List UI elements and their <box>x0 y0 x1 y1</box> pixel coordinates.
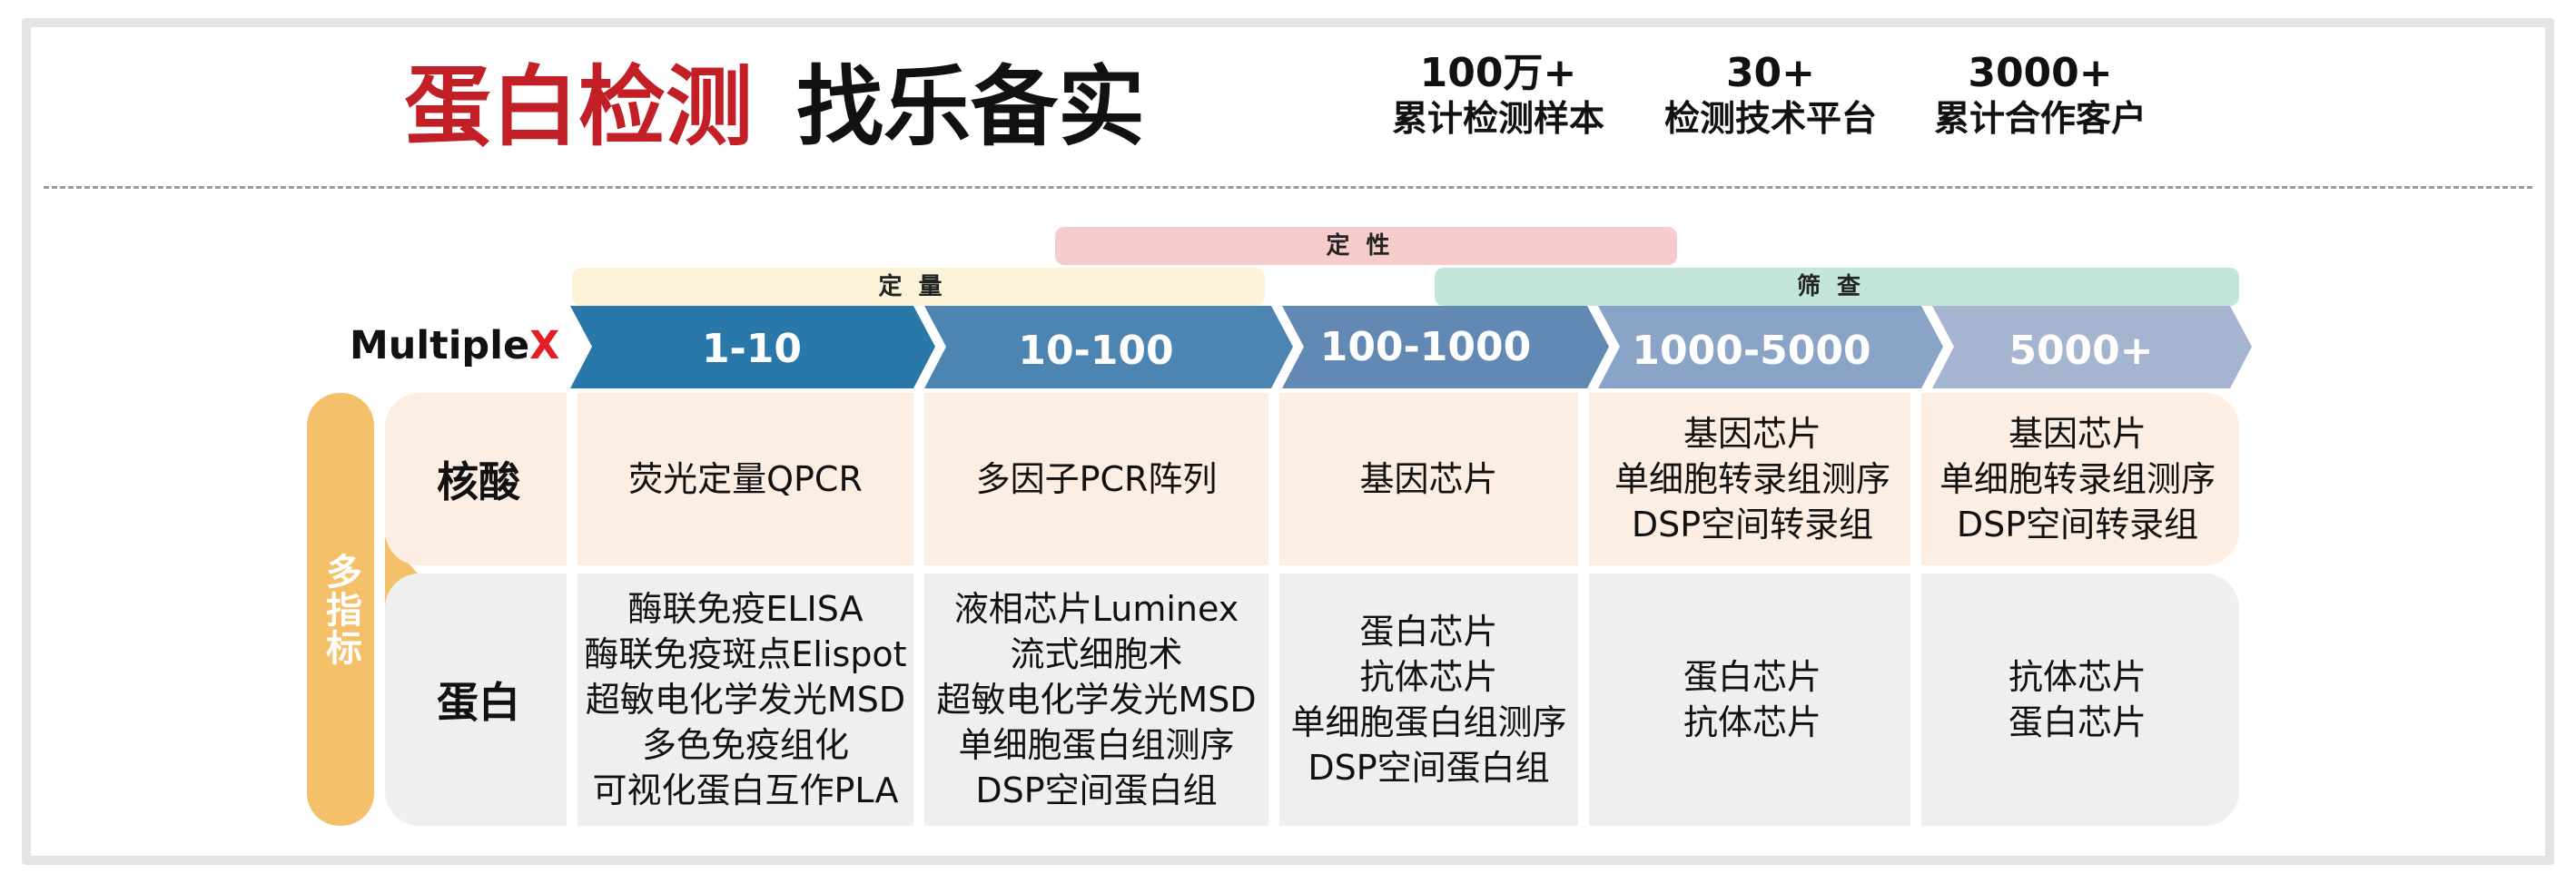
band-qualitative: 定性 <box>1055 227 1677 265</box>
cell-text: 液相芯片Luminex <box>953 589 1239 629</box>
cell-text: 基因芯片 <box>1683 414 1821 454</box>
range-label: 1-10 <box>702 326 802 372</box>
side-label: 多指标 <box>320 552 361 667</box>
cell-text: 抗体芯片 <box>2008 657 2147 697</box>
cell-text: 蛋白芯片 <box>2008 702 2147 742</box>
grid-cell: 抗体芯片蛋白芯片 <box>1921 574 2234 826</box>
cell-lines: 抗体芯片蛋白芯片 <box>2008 654 2147 745</box>
range-arrow <box>1598 306 1943 388</box>
cell-lines: 基因芯片 <box>1359 456 1497 502</box>
cell-text: 蛋白芯片 <box>1359 612 1498 652</box>
multi-indicator-bar: 多指标 <box>307 393 374 826</box>
cell-text: 基因芯片 <box>2008 414 2147 454</box>
cell-lines: 基因芯片单细胞转录组测序 DSP空间转录组 <box>1614 411 1890 547</box>
stat-label: 累计合作客户 <box>1933 99 2147 140</box>
cell-text: DSP空间蛋白组 <box>1308 748 1550 788</box>
outer-frame <box>22 18 2554 865</box>
cell-text: 单细胞转录组测序 <box>1939 459 2216 499</box>
cell-text: 单细胞转录组测序 <box>1614 459 1890 499</box>
cell-lines: 酶联免疫ELISA 酶联免疫斑点Elispot 超敏电化学发光MSD 多色免疫组化可视… <box>584 586 906 813</box>
cell-lines: 荧光定量QPCR <box>628 456 863 502</box>
stat-value: 100万+ <box>1419 50 1577 96</box>
stat-samples: 100万+ 累计检测样本 <box>1362 50 1634 142</box>
cell-text: 酶联免疫斑点Elispot <box>584 634 907 674</box>
page-title: 蛋白检测找乐备实 <box>404 53 1145 162</box>
band-quantitative: 定量 <box>572 268 1265 306</box>
cell-text: 流式细胞术 <box>1010 634 1183 674</box>
cell-text: 蛋白芯片 <box>1683 657 1821 697</box>
range-label: 10-100 <box>1018 328 1173 374</box>
range-arrow <box>1932 306 2252 388</box>
cell-text: 超敏电化学发光MSD <box>936 680 1257 720</box>
grid-cell: 酶联免疫ELISA 酶联免疫斑点Elispot 超敏电化学发光MSD 多色免疫组化可视… <box>577 574 913 826</box>
row-label-nucleic: 核酸 <box>437 457 520 506</box>
cell-text: DSP空间转录组 <box>1631 505 1874 545</box>
cell-text: 基因芯片 <box>1359 459 1498 499</box>
stat-label: 检测技术平台 <box>1663 99 1877 140</box>
cell-text: 可视化蛋白互作PLA <box>592 770 899 810</box>
title-black: 找乐备实 <box>796 56 1145 158</box>
cell-text: DSP空间蛋白组 <box>975 770 1218 810</box>
range-arrow <box>924 306 1293 388</box>
multiplex-label: MultipleX <box>350 323 559 368</box>
range-label: 5000+ <box>2008 328 2153 374</box>
range-label: 1000-5000 <box>1632 328 1870 374</box>
dashed-divider <box>44 186 2532 189</box>
nucleic-row-bg <box>385 393 2239 565</box>
range-arrow <box>1282 306 1609 388</box>
stat-value: 30+ <box>1725 50 1816 96</box>
multiplex-main: Multiple <box>350 323 530 368</box>
stat-value: 3000+ <box>1968 50 2113 96</box>
cell-text: 单细胞蛋白组测序 <box>1290 702 1567 742</box>
stat-platforms: 30+ 检测技术平台 <box>1634 50 1907 142</box>
cell-text: 多色免疫组化 <box>641 725 849 765</box>
cell-lines: 蛋白芯片抗体芯片 <box>1683 654 1821 745</box>
multiplex-x: X <box>529 323 560 368</box>
cell-text: 抗体芯片 <box>1683 702 1821 742</box>
column-separators <box>567 393 1921 826</box>
range-label: 100-1000 <box>1320 324 1532 370</box>
cell-text: 超敏电化学发光MSD <box>585 680 906 720</box>
cell-lines: 基因芯片单细胞转录组测序 DSP空间转录组 <box>1939 411 2216 547</box>
grid-cell: 多因子PCR阵列 <box>924 393 1268 565</box>
cell-text: DSP空间转录组 <box>1956 505 2199 545</box>
cell-lines: 液相芯片Luminex 流式细胞术超敏电化学发光MSD 单细胞蛋白组测序 DSP空间蛋… <box>936 586 1256 813</box>
cell-text: 单细胞蛋白组测序 <box>958 725 1235 765</box>
stat-label: 累计检测样本 <box>1391 99 1604 140</box>
grid-cell: 基因芯片 <box>1279 393 1578 565</box>
stat-customers: 3000+ 累计合作客户 <box>1904 50 2176 142</box>
band-screening: 筛查 <box>1435 268 2239 306</box>
cell-text: 多因子PCR阵列 <box>975 459 1218 499</box>
cell-lines: 蛋白芯片抗体芯片单细胞蛋白组测序 DSP空间蛋白组 <box>1290 609 1566 790</box>
range-arrow <box>570 306 935 388</box>
grid-cell: 液相芯片Luminex 流式细胞术超敏电化学发光MSD 单细胞蛋白组测序 DSP空间蛋… <box>924 574 1268 826</box>
grid-cell: 蛋白芯片抗体芯片 <box>1589 574 1916 826</box>
grid-cell: 基因芯片单细胞转录组测序 DSP空间转录组 <box>1589 393 1916 565</box>
title-red: 蛋白检测 <box>404 56 753 158</box>
cell-text: 荧光定量QPCR <box>628 459 863 499</box>
grid-cell: 荧光定量QPCR <box>577 393 913 565</box>
cell-lines: 多因子PCR阵列 <box>976 456 1218 502</box>
side-label-wrap: 多指标 <box>307 393 374 826</box>
cell-text: 抗体芯片 <box>1359 657 1498 697</box>
row-label-protein: 蛋白 <box>437 678 520 727</box>
grid-cell: 基因芯片单细胞转录组测序 DSP空间转录组 <box>1921 393 2234 565</box>
grid-cell: 蛋白芯片抗体芯片单细胞蛋白组测序 DSP空间蛋白组 <box>1279 574 1578 826</box>
cell-text: 酶联免疫ELISA <box>627 589 864 629</box>
protein-row-bg <box>385 574 2239 826</box>
